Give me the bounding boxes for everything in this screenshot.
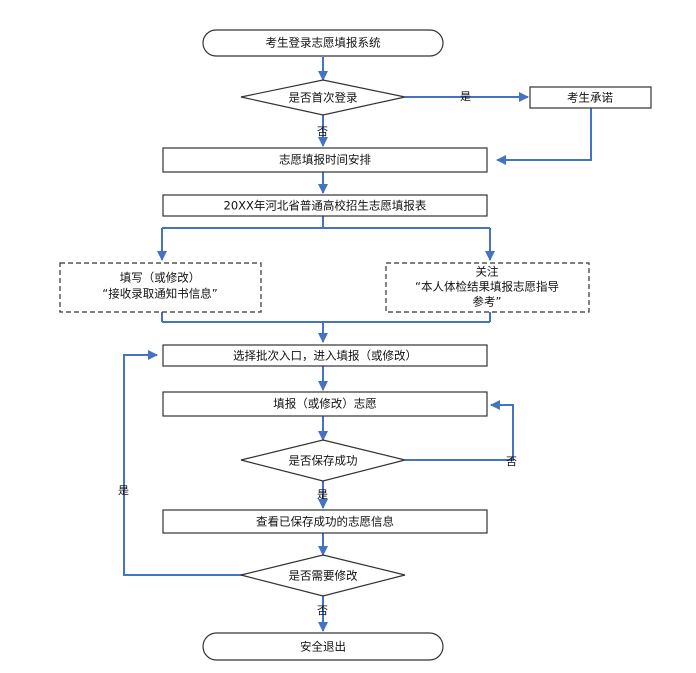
focus-info-line2: “本人体检结果填报志愿指导 xyxy=(415,280,559,294)
start-terminal xyxy=(202,29,444,57)
fill-info-line1: 填写（或修改） xyxy=(120,271,201,285)
edge-label-save-ok-yes: 是 xyxy=(317,488,328,501)
fill-info-line2: “接收录取通知书信息” xyxy=(102,287,217,301)
save-ok-decision xyxy=(240,439,406,482)
fill-wish-label: 填报（或修改）志愿 xyxy=(273,397,377,411)
promise-label: 考生承诺 xyxy=(567,91,613,105)
need-modify-decision xyxy=(240,554,406,597)
arrow-promise-to-schedule xyxy=(496,108,592,165)
table-label: 20XX年河北省普通高校招生志愿填报表 xyxy=(224,199,427,213)
focus-info-line3: 参考” xyxy=(473,295,502,309)
start-label: 考生登录志愿填报系统 xyxy=(266,36,381,50)
edge-label-save-ok-no: 否 xyxy=(506,455,517,468)
promise-box xyxy=(529,86,652,109)
focus-info-box xyxy=(385,262,590,313)
exit-terminal xyxy=(202,632,444,661)
view-saved-box xyxy=(162,509,488,534)
edge-label-first-login-yes: 是 xyxy=(460,90,471,103)
select-batch-box xyxy=(162,344,488,367)
connectors xyxy=(123,57,592,632)
schedule-box xyxy=(162,147,488,173)
exit-label: 安全退出 xyxy=(300,640,346,654)
schedule-label: 志愿填报时间安排 xyxy=(279,153,371,167)
fill-info-box xyxy=(59,262,262,313)
arrow-needmodify-yes-loop xyxy=(123,350,247,576)
arrow-saveok-no-loop xyxy=(405,400,514,461)
fill-wish-box xyxy=(162,391,488,417)
edge-label-need-modify-no: 否 xyxy=(317,604,328,617)
first-login-decision xyxy=(240,79,406,116)
edge-label-first-login-no: 否 xyxy=(317,125,328,138)
focus-info-line1: 关注 xyxy=(476,265,499,279)
edge-label-need-modify-yes: 是 xyxy=(118,484,129,497)
view-saved-label: 查看已保存成功的志愿信息 xyxy=(256,515,394,529)
save-ok-label: 是否保存成功 xyxy=(289,454,358,468)
need-modify-label: 是否需要修改 xyxy=(289,569,358,583)
nodes xyxy=(59,29,652,661)
select-batch-label: 选择批次入口，进入填报（或修改） xyxy=(233,349,417,363)
table-box xyxy=(162,194,488,217)
first-login-label: 是否首次登录 xyxy=(289,91,358,105)
